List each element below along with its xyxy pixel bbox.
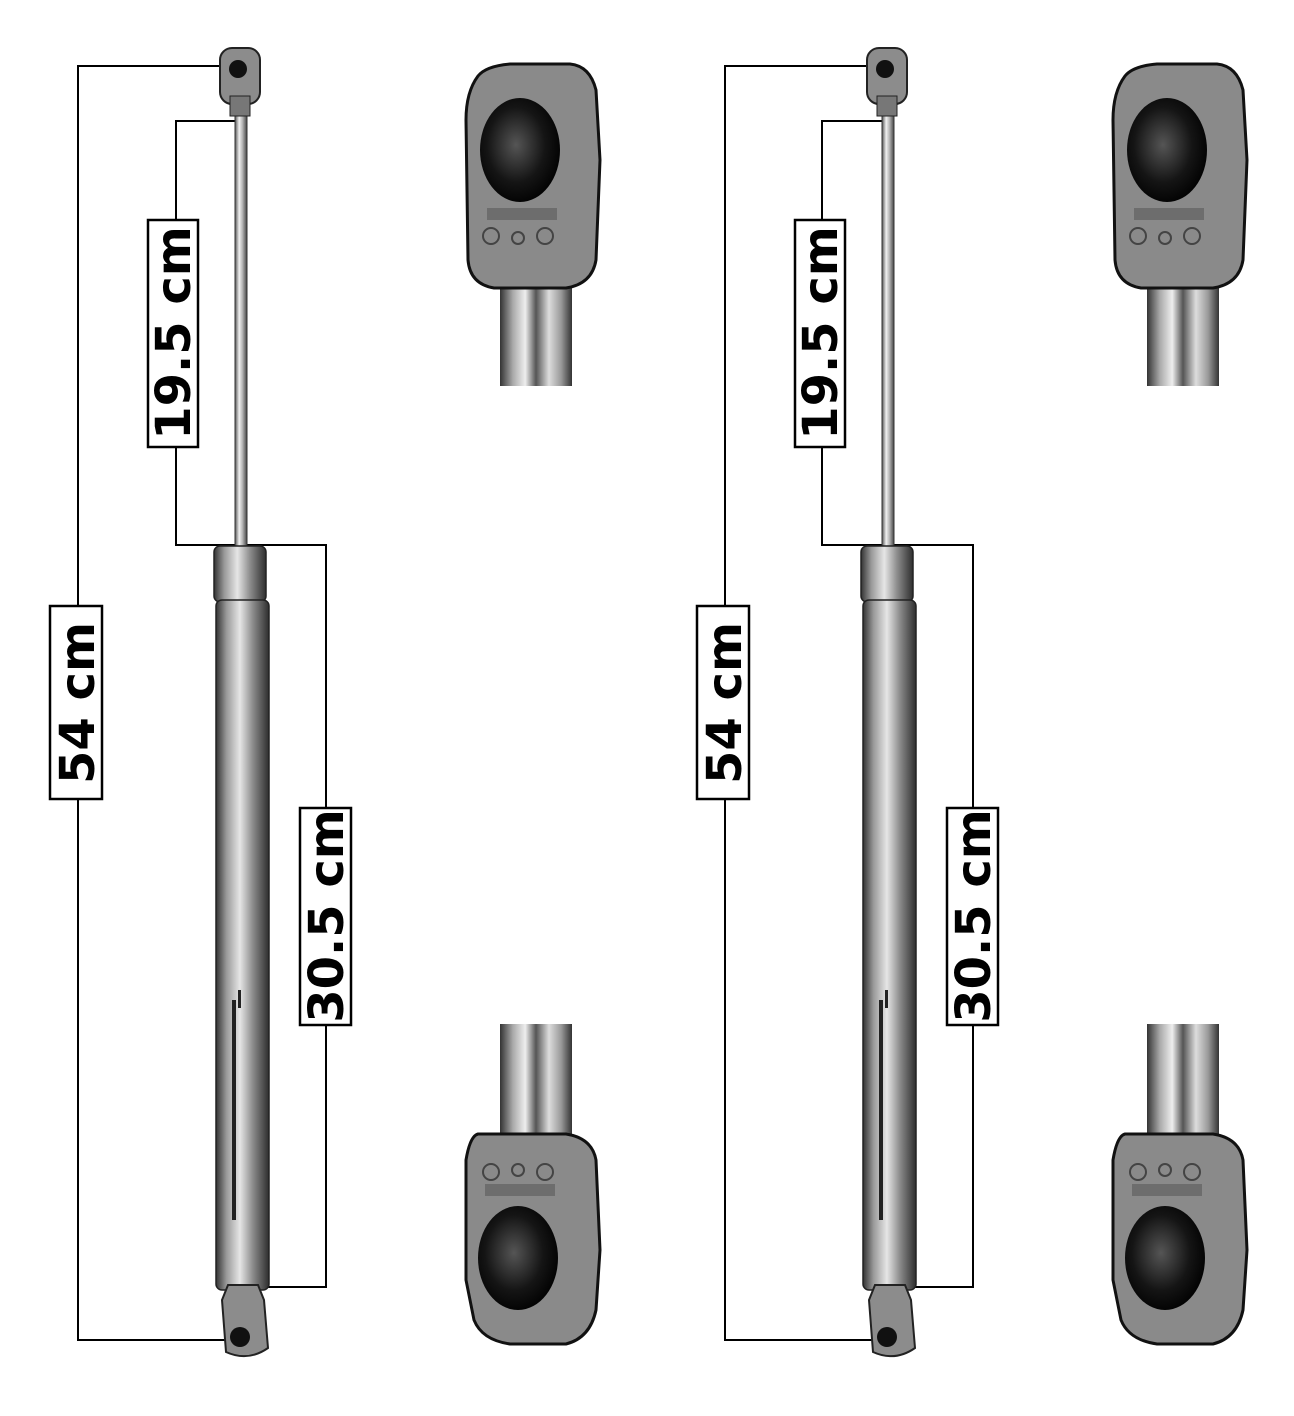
fitting-closeup-top-1 xyxy=(464,62,602,386)
label-extended-rod-1: 19.5 cm xyxy=(146,218,202,449)
gas-strut-icon xyxy=(860,47,917,1358)
extended-rod-text: 19.5 cm xyxy=(793,226,849,440)
extended-rod-text: 19.5 cm xyxy=(146,226,202,440)
total-length-text: 54 cm xyxy=(50,622,106,784)
total-length-text: 54 cm xyxy=(697,622,753,784)
compressed-body-text: 30.5 cm xyxy=(946,809,1002,1023)
strut-unit-1: 54 cm 19.5 cm 30.5 cm xyxy=(48,47,602,1358)
label-total-length-1: 54 cm xyxy=(48,604,106,801)
fitting-closeup-top-2 xyxy=(1111,62,1249,386)
eyelet-fitting-icon xyxy=(220,1284,270,1358)
fitting-closeup-bottom-1 xyxy=(464,1024,602,1346)
eyelet-fitting-icon xyxy=(866,47,908,117)
dimension-lines-2 xyxy=(724,65,974,1341)
eyelet-fitting-icon xyxy=(219,47,261,117)
label-compressed-body-1: 30.5 cm xyxy=(298,806,355,1027)
label-total-length-2: 54 cm xyxy=(695,604,753,801)
gas-strut-icon xyxy=(213,47,270,1358)
eyelet-fitting-icon xyxy=(867,1284,917,1358)
compressed-body-text: 30.5 cm xyxy=(299,809,355,1023)
label-extended-rod-2: 19.5 cm xyxy=(793,218,849,449)
dimension-lines-1 xyxy=(77,65,327,1341)
fitting-closeup-bottom-2 xyxy=(1111,1024,1249,1346)
label-compressed-body-2: 30.5 cm xyxy=(945,806,1002,1027)
strut-unit-2: 54 cm 19.5 cm 30.5 cm xyxy=(695,47,1249,1358)
